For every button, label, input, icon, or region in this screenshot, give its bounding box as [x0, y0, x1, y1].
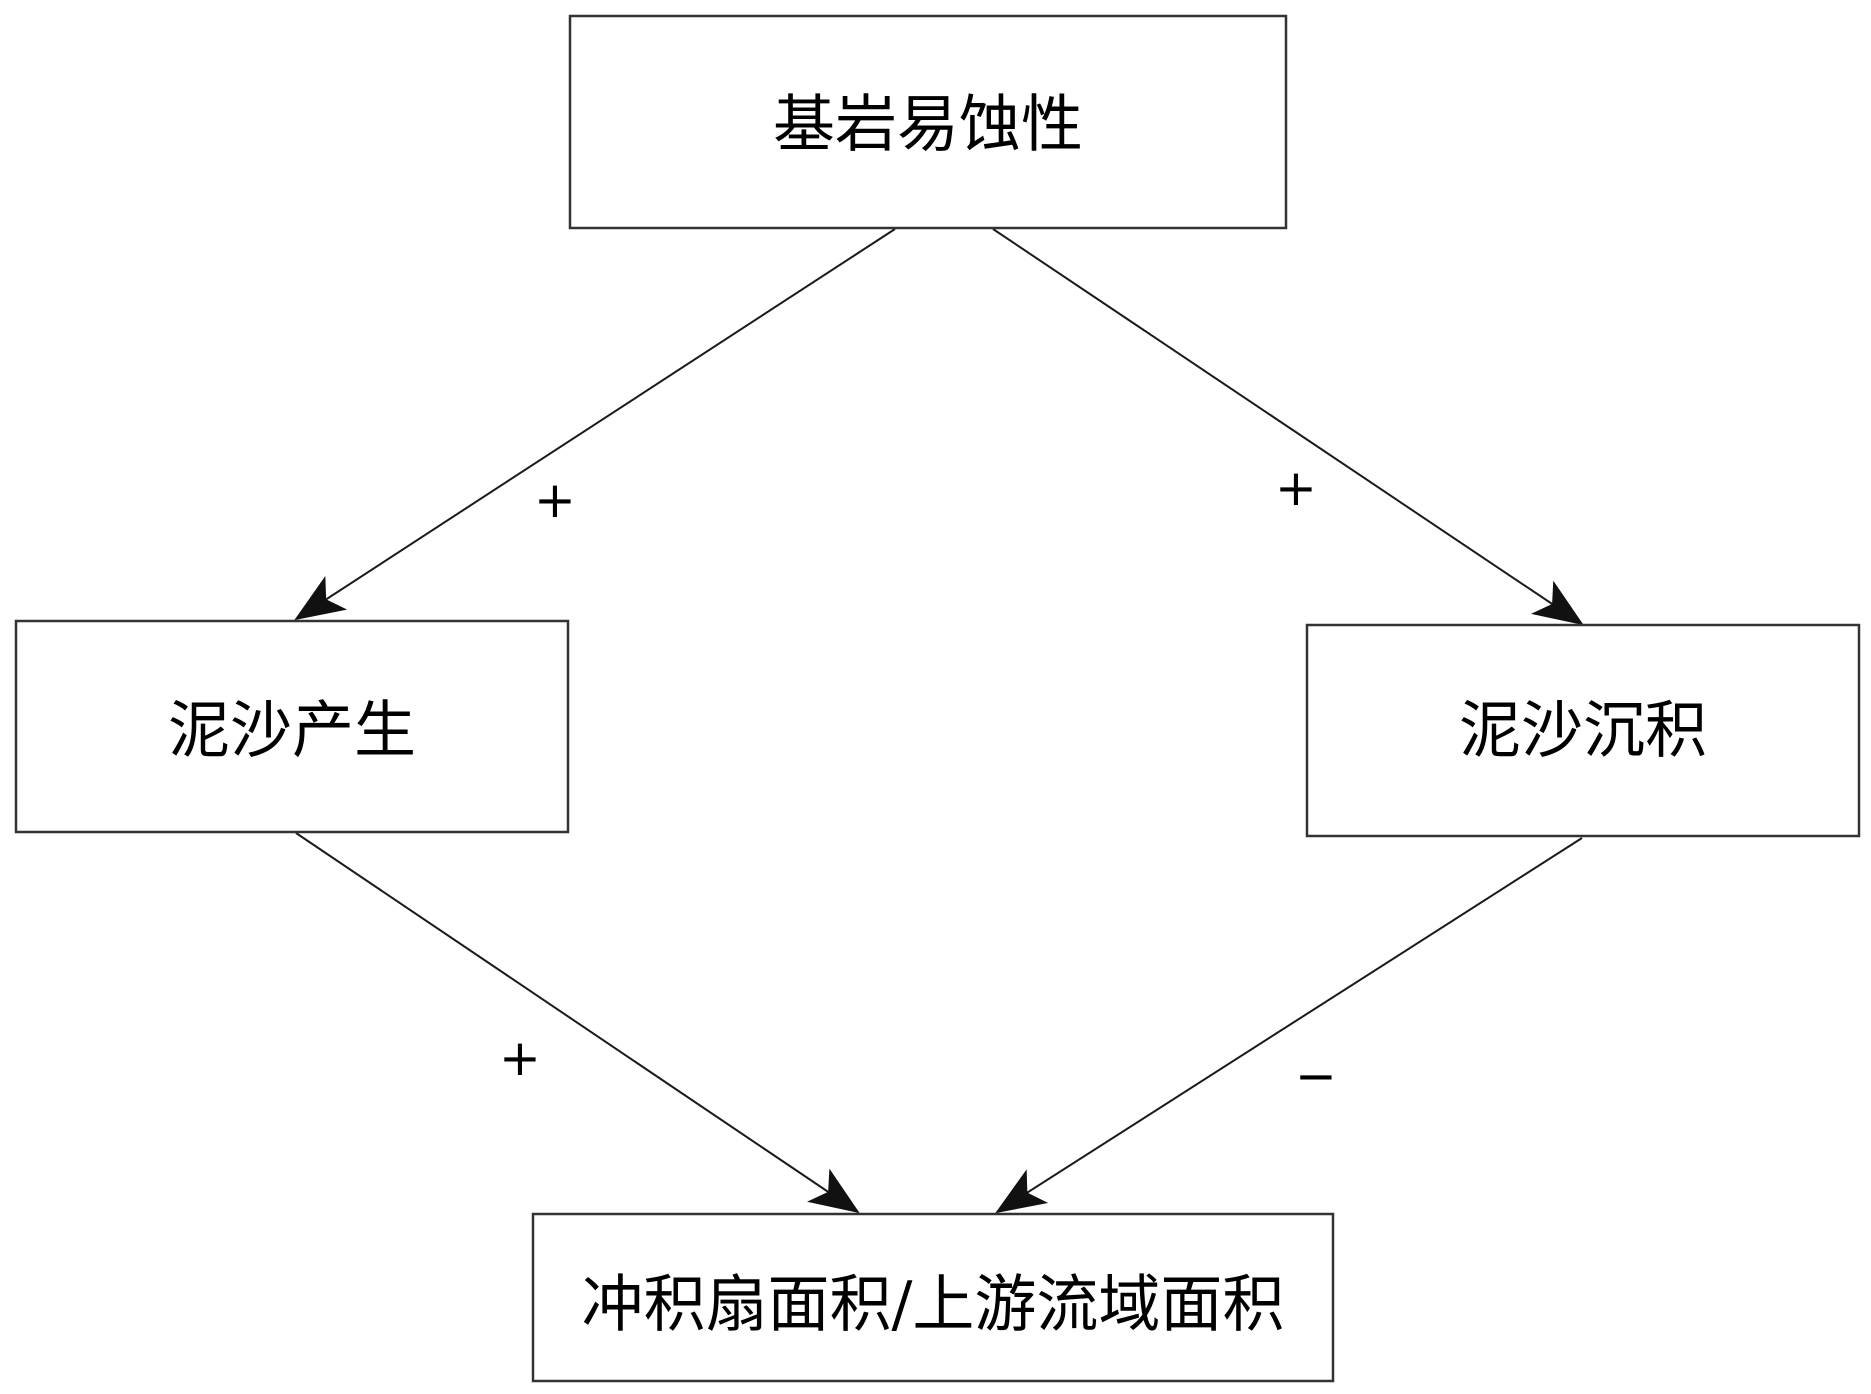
node-bedrock-erodibility: 基岩易蚀性 — [568, 14, 1288, 230]
node-box — [531, 1212, 1335, 1383]
node-box — [14, 619, 570, 834]
arrow-line — [995, 837, 1583, 1214]
node-fan-ratio: 冲积扇面积/上游流域面积 — [531, 1212, 1335, 1383]
edge-erodibility-to-production: + — [294, 228, 896, 621]
edge-sign-label: + — [534, 471, 576, 529]
node-box — [568, 14, 1288, 230]
edge-deposition-to-fan-ratio: − — [995, 837, 1583, 1214]
edge-sign-label: + — [499, 1029, 541, 1087]
edge-erodibility-to-deposition: + — [992, 228, 1584, 626]
arrow-line — [992, 228, 1584, 626]
node-label: 冲积扇面积/上游流域面积 — [582, 1268, 1285, 1341]
node-sediment-deposition: 泥沙沉积 — [1305, 623, 1861, 838]
arrow-line — [295, 832, 860, 1214]
node-box — [1305, 623, 1861, 838]
edge-production-to-fan-ratio: + — [295, 832, 860, 1214]
arrow-line — [294, 228, 896, 621]
node-sediment-production: 泥沙产生 — [14, 619, 570, 834]
edge-sign-label: − — [1295, 1047, 1337, 1105]
node-label: 泥沙产生 — [168, 694, 416, 767]
node-label: 基岩易蚀性 — [773, 88, 1083, 161]
edge-sign-label: + — [1275, 459, 1317, 517]
node-label: 泥沙沉积 — [1459, 694, 1707, 767]
